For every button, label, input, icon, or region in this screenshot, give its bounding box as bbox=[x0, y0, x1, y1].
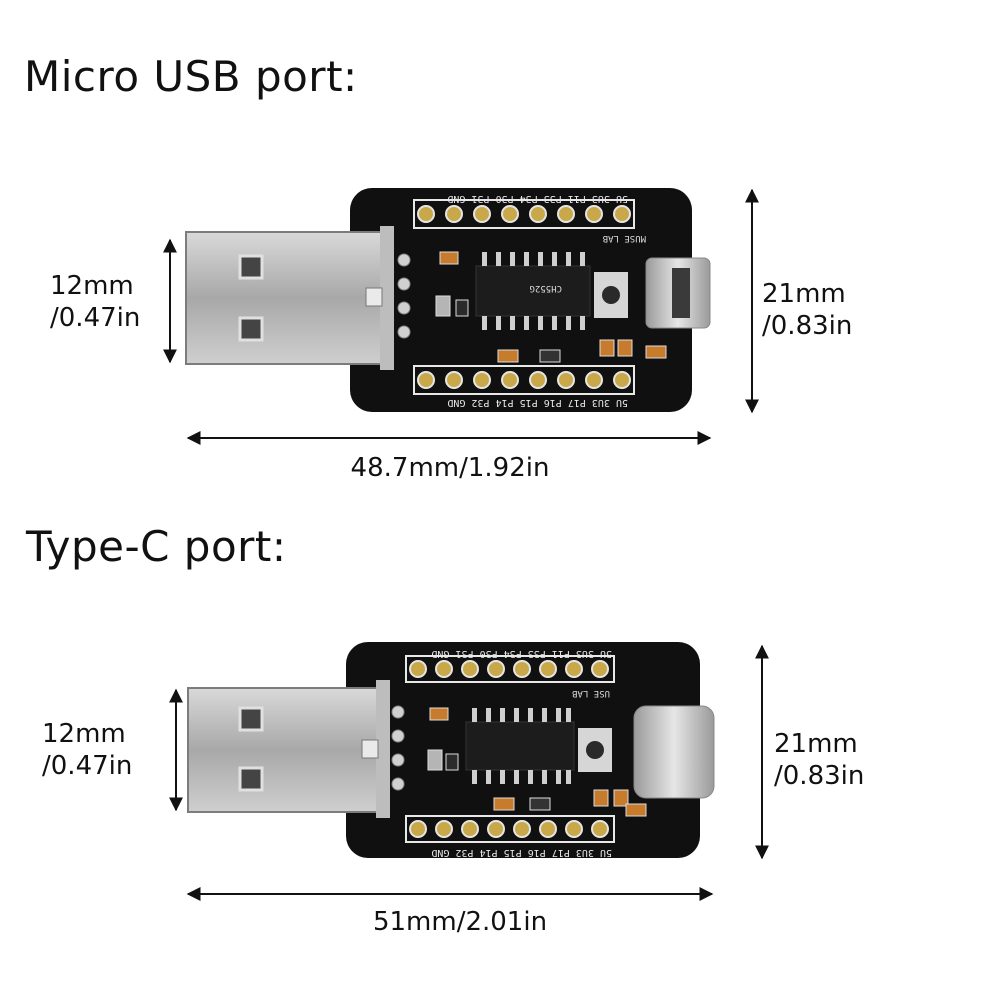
typec-board-height-mm: 21mm bbox=[774, 729, 858, 759]
typec-length-label: 51mm/2.01in bbox=[372, 907, 548, 937]
micro-board-height-mm: 21mm bbox=[762, 279, 846, 309]
micro-length-label: 48.7mm/1.92in bbox=[350, 453, 550, 483]
typec-plug-height-label: 12mm /0.47in bbox=[42, 718, 132, 782]
typec-plug-height-in: /0.47in bbox=[42, 751, 133, 781]
typec-top-pin-labels: 5U 3U3 P11 P33 P34 P30 P31 GND bbox=[431, 648, 612, 659]
typec-brand-label: USE LAB bbox=[572, 688, 610, 698]
type-c-board: 5U 3U3 P11 P33 P34 P30 P31 GND 5U 3U3 P1… bbox=[187, 642, 715, 858]
micro-plug-height-in: /0.47in bbox=[50, 303, 141, 333]
typec-board-height-in: /0.83in bbox=[774, 761, 865, 791]
micro-plug-height-label: 12mm /0.47in bbox=[50, 270, 140, 334]
micro-top-pin-labels: 5U 3U3 P11 P33 P34 P30 P31 GND bbox=[447, 193, 628, 204]
micro-chip-label: CH552G bbox=[529, 283, 562, 293]
type-c-title: Type-C port: bbox=[26, 522, 287, 571]
typec-bottom-pin-labels: 5U 3U3 P17 P16 P15 P14 P32 GND bbox=[431, 847, 612, 858]
typec-board-height-label: 21mm /0.83in bbox=[774, 728, 864, 792]
micro-board-height-label: 21mm /0.83in bbox=[762, 278, 852, 342]
micro-plug-height-mm: 12mm bbox=[50, 271, 134, 301]
micro-board-height-in: /0.83in bbox=[762, 311, 853, 341]
typec-plug-height-mm: 12mm bbox=[42, 719, 126, 749]
micro-usb-title: Micro USB port: bbox=[24, 52, 358, 101]
micro-brand-label: MUSE LAB bbox=[603, 233, 646, 243]
micro-usb-board: 5U 3U3 P11 P33 P34 P30 P31 GND 5U 3U3 P1… bbox=[185, 188, 711, 412]
micro-bottom-pin-labels: 5U 3U3 P17 P16 P15 P14 P32 GND bbox=[447, 397, 628, 408]
